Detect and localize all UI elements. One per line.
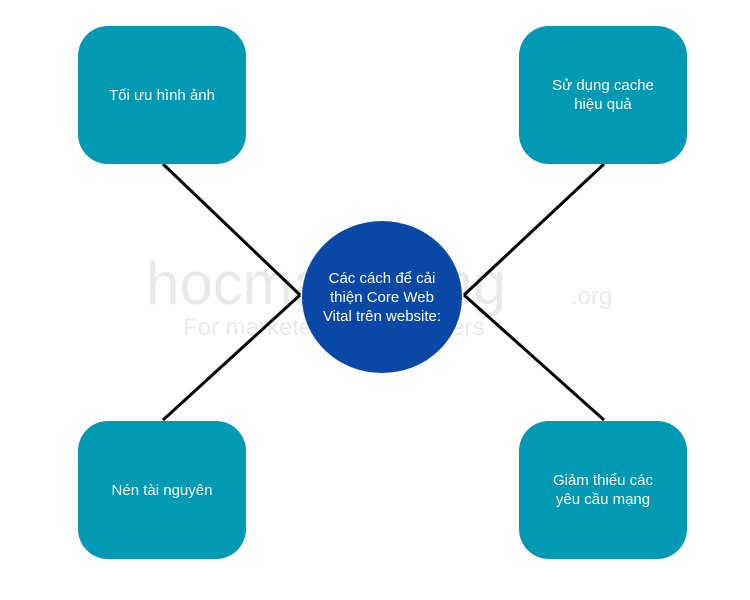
connector-line-bottom-left [161,293,302,422]
connector-line-top-right [462,162,606,297]
node-optimize-images: Tối ưu hình ảnh [78,26,246,164]
node-label-compress-resources: Nén tài nguyên [111,481,213,499]
node-use-cache: Sử dụng cache hiệu quả [519,26,687,164]
node-compress-resources: Nén tài nguyên [78,421,246,559]
connector-line-top-left [161,162,302,297]
node-label-use-cache: Sử dụng cache hiệu quả [552,77,654,113]
node-label-optimize-images: Tối ưu hình ảnh [109,86,215,104]
node-reduce-network-requests: Giảm thiểu các yêu cầu mạng [519,421,687,559]
node-label-reduce-network-requests: Giảm thiểu các yêu cầu mạng [552,472,654,508]
center-topic-label: Các cách để cải thiện Core Web Vital trê… [322,269,442,325]
center-topic-circle: Các cách để cải thiện Core Web Vital trê… [302,221,462,373]
connector-line-bottom-right [463,293,605,422]
